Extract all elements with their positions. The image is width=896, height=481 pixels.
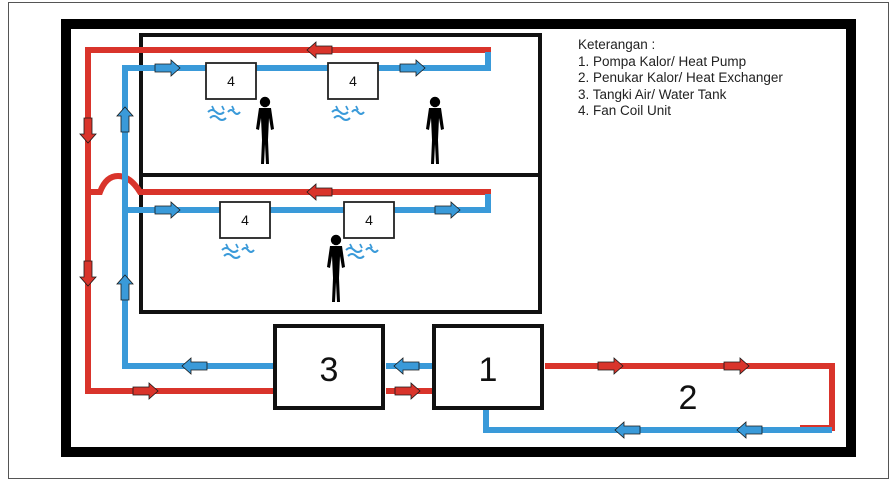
fan-coil-unit [327, 62, 379, 100]
water-tank-box [273, 324, 385, 410]
fan-coil-label: 4 [241, 212, 249, 228]
upper-floor-room [139, 33, 542, 177]
heat-exchanger-label: 2 [679, 379, 698, 417]
legend-item-water-tank: 3. Tangki Air/ Water Tank [578, 86, 727, 102]
fan-coil-label: 4 [227, 73, 235, 89]
lower-floor-room [139, 173, 542, 314]
fan-coil-units: 4 4 4 4 [205, 62, 395, 239]
water-tank-label: 3 [320, 351, 339, 389]
legend-item-heat-pump: 1. Pompa Kalor/ Heat Pump [578, 53, 747, 69]
legend: Keterangan : 1. Pompa Kalor/ Heat Pump 2… [578, 37, 783, 120]
heat-pump-box [432, 324, 544, 410]
legend-item-heat-exchanger: 2. Penukar Kalor/ Heat Exchanger [578, 70, 783, 85]
fan-coil-unit [343, 201, 395, 239]
fan-coil-unit [219, 201, 271, 239]
fan-coil-label: 4 [365, 212, 373, 228]
legend-item-fan-coil: 4. Fan Coil Unit [578, 103, 672, 118]
legend-title: Keterangan : [578, 37, 656, 52]
fan-coil-label: 4 [349, 73, 357, 89]
heat-pump-label: 1 [479, 351, 498, 389]
fan-coil-unit [205, 62, 257, 100]
